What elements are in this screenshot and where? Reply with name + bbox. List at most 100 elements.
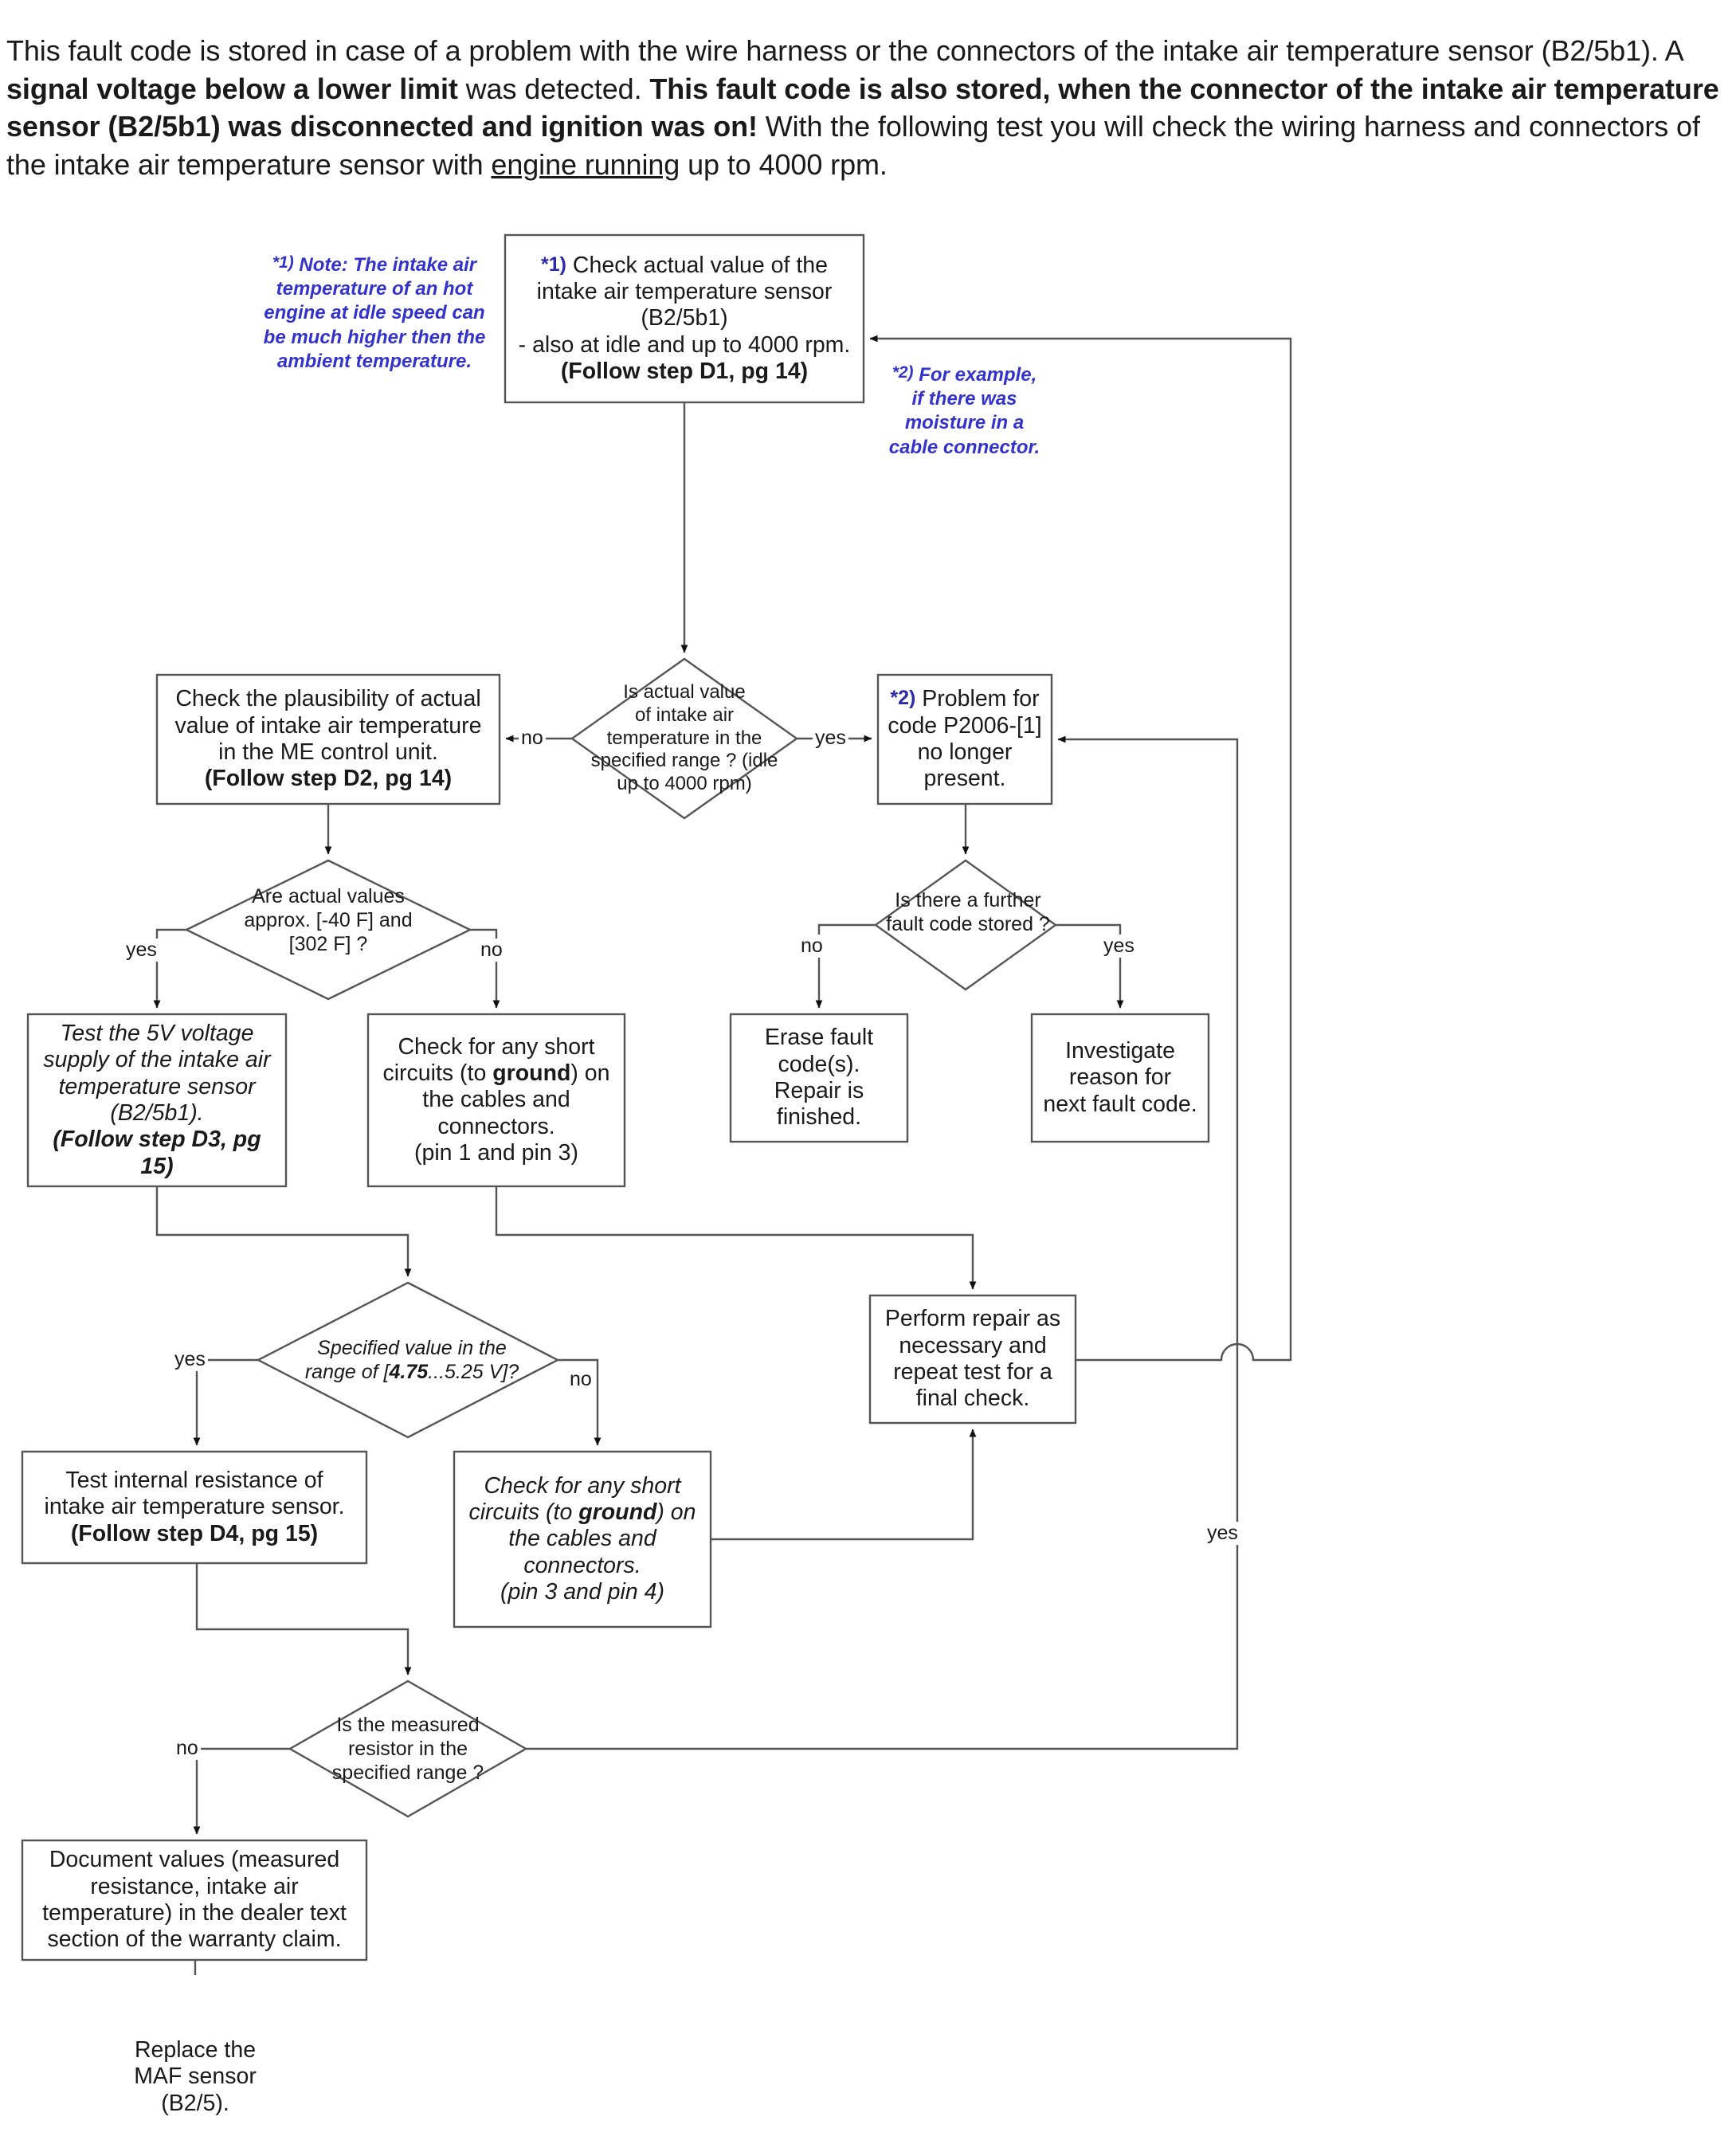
note-1-line-5: ambient temperature.: [276, 350, 472, 372]
n12-line-1: Replace the: [134, 2036, 257, 2063]
note-1-marker: *1): [272, 253, 294, 272]
edge-label-d4-yes: yes: [172, 1348, 208, 1371]
n3-line-4: present.: [923, 766, 1006, 792]
n5-line-5: (pin 1 and pin 3): [414, 1140, 578, 1166]
shape-d3: [873, 859, 1058, 991]
n7-line-3: next fault code.: [1043, 1091, 1197, 1117]
edge-label-d3-yes: yes: [1101, 935, 1137, 958]
d5-line-1: Is the measured: [336, 1714, 480, 1736]
n9-line-3: (Follow step D4, pg 15): [70, 1520, 319, 1546]
n1-line-4: - also at idle and up to 4000 rpm.: [518, 331, 851, 358]
node-d4-specified-value-range[interactable]: Specified value in the range of [4.75...…: [304, 1337, 519, 1383]
edge-n8-to-n1: [869, 335, 1292, 1362]
n3-line-3: no longer: [917, 739, 1013, 765]
d2-line-3: [302 F] ?: [288, 933, 368, 955]
edge-label-d1-no: no: [519, 727, 546, 750]
note-1-line-3: engine at idle speed can: [264, 302, 485, 324]
note-1-line-2: temperature of an hot: [276, 278, 473, 300]
n5-line-3: the cables and: [422, 1087, 570, 1113]
note-2-line-4: cable connector.: [888, 436, 1040, 458]
node-n11-document-values[interactable]: Document values (measured resistance, in…: [22, 1840, 366, 1960]
n1-line-5: (Follow step D1, pg 14): [560, 359, 809, 385]
n11-line-1: Document values (measured: [49, 1847, 340, 1873]
edge-label-d5-no: no: [174, 1737, 201, 1760]
flowchart-page: This fault code is stored in case of a p…: [0, 34, 1736, 2116]
node-n5-check-short-pin1-pin3[interactable]: Check for any short circuits (to ground)…: [382, 1033, 610, 1166]
n5-bold-ground: ground: [492, 1060, 571, 1086]
node-n3-problem-no-longer-present[interactable]: *2) Problem for code P2006-[1] no longer…: [878, 675, 1052, 804]
d1-line-3: temperature in the: [606, 727, 762, 749]
shape-n2: [155, 673, 501, 805]
flowchart-diagram: *1) Note: The intake air temperature of …: [0, 203, 1736, 2116]
note-2-line-1: For example,: [919, 364, 1037, 386]
n6-line-3: Repair is: [774, 1078, 864, 1103]
intro-seg-3: was detected.: [457, 72, 650, 105]
node-d2-are-actual-values[interactable]: Are actual values approx. [-40 F] and [3…: [201, 869, 456, 971]
edge-d4-yes-to-n9: [193, 1358, 258, 1446]
n6-line-2: code(s).: [778, 1051, 860, 1077]
node-d3-further-fault-code[interactable]: Is there a further fault code stored ?: [868, 876, 1068, 948]
n10-line-3: the cables and: [508, 1526, 656, 1552]
n11-line-4: section of the warranty claim.: [47, 1926, 342, 1953]
d3-line-1: Is there a further: [895, 889, 1041, 911]
node-d1-actual-value-in-range[interactable]: Is actual value of intake air temperatur…: [558, 665, 811, 812]
edge-label-d2-yes: yes: [123, 939, 159, 962]
shape-n5: [366, 1013, 626, 1188]
edge-d3-yes-to-n7: [1056, 923, 1124, 1009]
d2-line-1: Are actual values: [252, 885, 405, 907]
intro-seg-1: This fault code is stored in case of a p…: [6, 34, 1683, 67]
d1-line-2: of intake air: [634, 704, 735, 726]
edge-d4-no-to-n10: [558, 1358, 602, 1446]
node-n6-erase-fault-codes[interactable]: Erase fault code(s). Repair is finished.: [731, 1014, 907, 1142]
n8-line-2: necessary and: [899, 1332, 1047, 1358]
n10-line-1: Check for any short: [484, 1472, 681, 1499]
node-n10-check-short-pin3-pin4[interactable]: Check for any short circuits (to ground)…: [468, 1472, 696, 1605]
node-n9-test-internal-resistance[interactable]: Test internal resistance of intake air t…: [22, 1452, 366, 1563]
node-d5-measured-resistor[interactable]: Is the measured resistor in the specifie…: [304, 1697, 511, 1801]
node-n12-replace-maf-sensor[interactable]: Replace the MAF sensor (B2/5).: [108, 2018, 283, 2136]
shape-d1: [570, 657, 799, 820]
shape-d2: [184, 859, 472, 1001]
note-1: *1) Note: The intake air temperature of …: [247, 253, 502, 374]
node-n7-investigate-reason[interactable]: Investigate reason for next fault code.: [1032, 1014, 1209, 1142]
edge-n4-to-d4: [155, 1186, 412, 1277]
edge-label-d1-yes: yes: [813, 727, 848, 750]
node-n1-check-actual-value[interactable]: *1) Check actual value of the intake air…: [505, 235, 864, 402]
shape-n4: [26, 1013, 288, 1188]
edge-d5-no-to-n11: [193, 1747, 290, 1835]
n4-line-4: (B2/5b1).: [110, 1100, 204, 1126]
edge-label-d2-no: no: [478, 939, 505, 962]
intro-seg-6: engine running: [491, 147, 680, 181]
n1-line-2: intake air temperature sensor: [536, 278, 833, 304]
flowchart-svg: [21, 233, 1292, 1975]
edge-n9-to-d5: [195, 1563, 412, 1675]
n3-line-1: Problem for: [922, 686, 1040, 712]
n11-line-3: temperature) in the dealer text: [42, 1900, 347, 1926]
shape-n6: [729, 1013, 909, 1143]
edge-n10-to-n8: [711, 1429, 977, 1541]
n2-line-4: (Follow step D2, pg 14): [204, 766, 453, 792]
n10-line-4: connectors.: [523, 1552, 641, 1578]
edge-d2-yes-to-n4: [153, 928, 186, 1009]
n4-line-6: 15): [140, 1153, 174, 1179]
d2-line-2: approx. [-40 F] and: [244, 909, 413, 931]
d1-line-4: specified range ? (idle: [590, 750, 778, 772]
note-1-line-1: Note: The intake air: [299, 254, 477, 276]
edge-d5-yes-to-n3: [526, 735, 1239, 1750]
n4-line-1: Test the 5V voltage: [60, 1020, 254, 1046]
node-n2-check-plausibility[interactable]: Check the plausibility of actual value o…: [157, 675, 500, 804]
n4-line-3: temperature sensor: [58, 1073, 256, 1099]
note-2-line-3: moisture in a: [904, 412, 1025, 434]
shape-d5: [288, 1679, 528, 1818]
n5-line-1: Check for any short: [398, 1033, 595, 1060]
shape-d4: [256, 1281, 560, 1439]
n5-line-4: connectors.: [437, 1113, 555, 1139]
n3-line-2: code P2006-[1]: [888, 712, 1042, 739]
edge-label-d4-no: no: [567, 1368, 594, 1391]
intro-seg-7: up to 4000 rpm.: [680, 147, 888, 181]
d1-line-5: up to 4000 rpm): [617, 773, 752, 795]
edge-d3-no-to-n6: [815, 923, 876, 1009]
node-n8-perform-repair[interactable]: Perform repair as necessary and repeat t…: [870, 1295, 1076, 1423]
node-n4-test-5v-supply[interactable]: Test the 5V voltage supply of the intake…: [28, 1014, 286, 1186]
n4-line-2: supply of the intake air: [43, 1047, 271, 1073]
